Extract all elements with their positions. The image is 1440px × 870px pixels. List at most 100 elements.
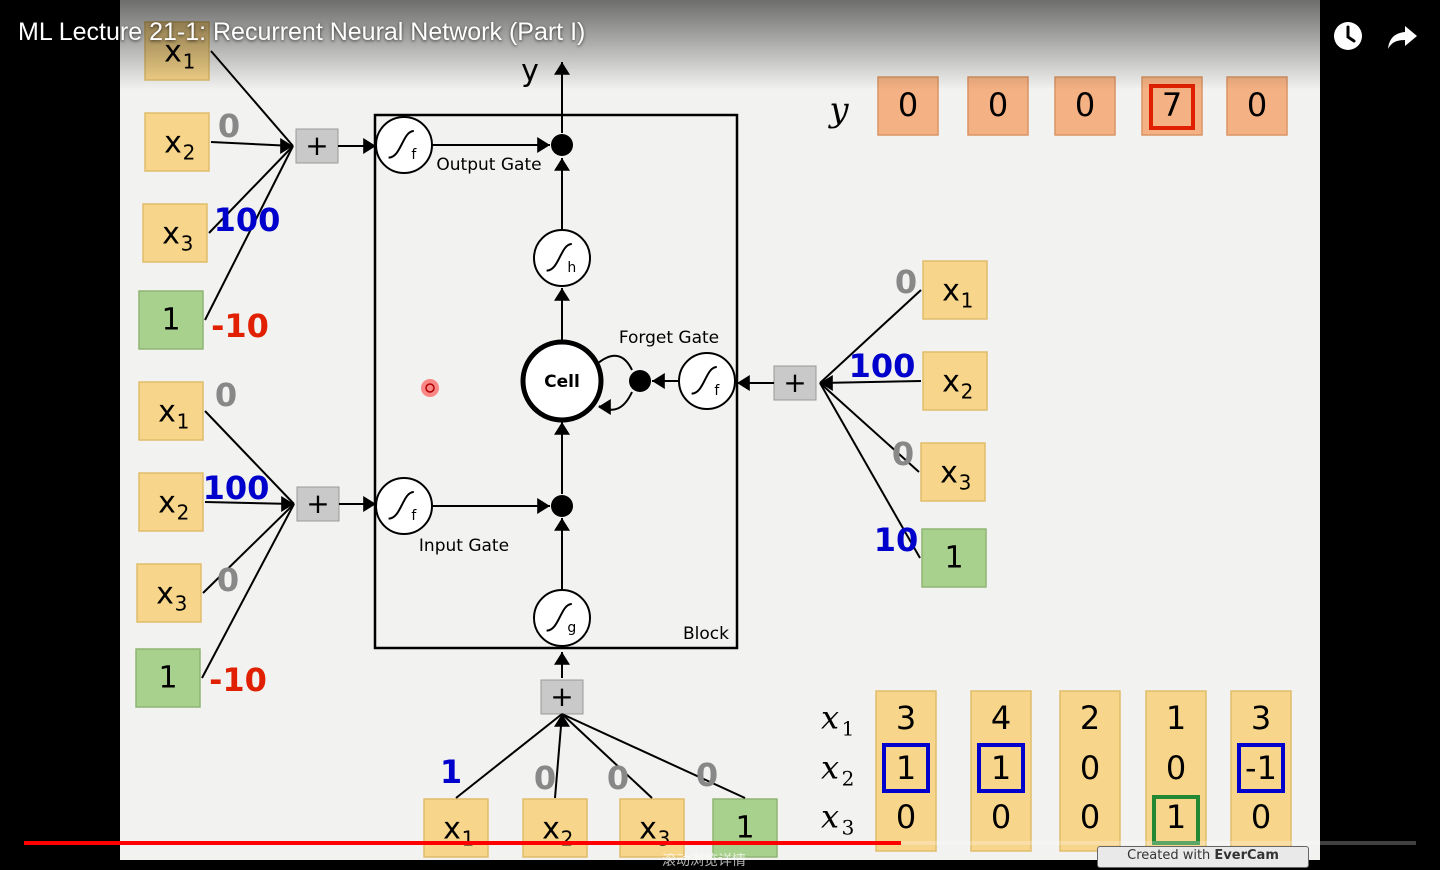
input-gate-weight-line: [202, 503, 295, 594]
video-title[interactable]: ML Lecture 21-1: Recurrent Neural Networ…: [18, 18, 586, 46]
input-gate-bias: 1: [135, 648, 201, 708]
watermark-brand: EverCam: [1214, 848, 1279, 863]
arrow-head: [820, 375, 833, 391]
input-multiply-node: [551, 495, 573, 517]
arrow-head: [554, 62, 570, 75]
bias-box: [135, 648, 201, 708]
var-label: x: [443, 812, 461, 847]
sequence-value: 0: [1251, 798, 1271, 836]
input-box: [136, 563, 202, 623]
block-label: Block: [683, 624, 729, 644]
weight-label: 0: [218, 107, 240, 145]
arrow-head: [537, 498, 550, 514]
plus-label: +: [305, 129, 328, 162]
sequence-value: 1: [896, 749, 916, 787]
activation-letter: f: [411, 508, 417, 524]
progress-fill: [24, 841, 901, 845]
forget-gate-sum: [773, 365, 817, 401]
activation-letter: h: [567, 260, 576, 276]
weight-label: 0: [696, 756, 718, 794]
y-value: 0: [898, 86, 918, 124]
arrow-head: [281, 496, 294, 512]
sequence-value: 0: [896, 798, 916, 836]
laser-pointer: [421, 379, 439, 397]
y-value: 0: [1247, 86, 1267, 124]
laser-pointer-core: [425, 383, 435, 393]
sequence-highlight-box: [1237, 743, 1285, 793]
sequence-value: 2: [1080, 699, 1100, 737]
evercam-watermark: Created with EverCam: [1097, 846, 1309, 868]
input-gate-weight-line: [201, 503, 295, 679]
sequence-row-subscript: 2: [842, 767, 855, 791]
weight-label: 0: [607, 759, 629, 797]
input-box: [142, 203, 208, 263]
weight-label: 100: [214, 201, 281, 239]
input-box: [922, 260, 988, 320]
input-box: [138, 472, 204, 532]
g-activation: [533, 589, 591, 647]
forget-gate-weight-line: [819, 382, 921, 559]
sequence-value: -1: [1245, 749, 1277, 787]
arrow-head: [554, 652, 570, 665]
bias-label: 1: [944, 541, 963, 576]
arrow-head: [363, 496, 376, 512]
output-gate-weight-line: [208, 145, 294, 234]
sigmoid-curve-icon: [546, 243, 573, 272]
forget-gate-bias: 1: [921, 528, 987, 588]
forget-gate-weight-line: [819, 380, 922, 384]
sequence-highlight-box: [882, 743, 930, 793]
y-value: 7: [1162, 86, 1182, 124]
arrow-head: [554, 158, 570, 171]
var-label: x: [158, 486, 176, 521]
sequence-row-label: x: [821, 749, 839, 787]
sigmoid-curve-icon: [388, 491, 415, 520]
sequence-value: 1: [1166, 699, 1186, 737]
progress-bar[interactable]: [24, 841, 1416, 845]
forget-multiply-node: [629, 370, 651, 392]
forget-gate-weight-line: [819, 289, 922, 384]
share-arrow-icon[interactable]: [1384, 18, 1420, 54]
weight-label: 0: [217, 561, 239, 599]
cell-input-weight-line: [561, 713, 746, 799]
sequence-value: 0: [1166, 749, 1186, 787]
arrow-head: [554, 422, 570, 435]
var-subscript: 2: [961, 380, 974, 404]
sequence-value: 1: [1166, 798, 1186, 836]
output-multiply-node: [551, 134, 573, 156]
sigmoid-curve-icon: [546, 603, 573, 632]
plus-label: +: [550, 680, 573, 713]
weight-label: 0: [895, 263, 917, 301]
sigmoid-curve-icon: [691, 366, 718, 395]
bias-label: 1: [735, 811, 754, 846]
cell-label: Cell: [544, 372, 580, 392]
input-gate-sigmoid: [375, 477, 433, 535]
var-label: x: [940, 456, 958, 491]
sequence-y-label: y: [827, 90, 849, 130]
caption-text: 滚动浏览详情: [662, 853, 746, 869]
var-label: x: [942, 274, 960, 309]
bias-box: [712, 798, 778, 858]
clock-icon[interactable]: [1330, 18, 1366, 54]
plus-label: +: [783, 366, 806, 399]
sigmoid-curve-icon: [388, 130, 415, 159]
input-box: [920, 442, 986, 502]
var-label: x: [156, 577, 174, 612]
weight-label: -10: [211, 307, 269, 345]
sequence-column: [1059, 690, 1121, 852]
var-subscript: 2: [561, 827, 574, 851]
bias-label: 1: [158, 661, 177, 696]
sequence-value: 1: [991, 749, 1011, 787]
plus-label: +: [306, 487, 329, 520]
arrow-head: [652, 373, 665, 389]
arrow-head: [737, 375, 750, 391]
sequence-row-subscript: 3: [842, 816, 855, 840]
weight-label: 1: [440, 753, 462, 791]
